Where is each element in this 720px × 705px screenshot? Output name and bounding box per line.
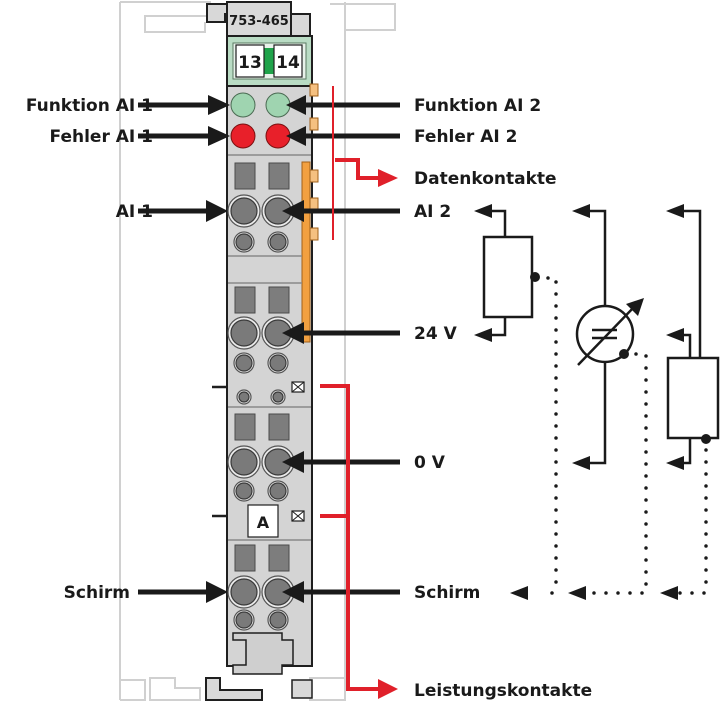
arrow-right-icon (208, 126, 230, 146)
shield-connections (510, 276, 708, 600)
arrow-left-icon (282, 451, 304, 473)
arrow-right-icon (208, 95, 230, 115)
channel-label-14 (273, 44, 303, 78)
svg-text:0 V: 0 V (414, 453, 446, 473)
svg-text:Leistungskontakte: Leistungskontakte (414, 681, 592, 701)
svg-text:13: 13 (238, 53, 262, 73)
arrow-left-icon (282, 200, 304, 222)
svg-text:Schirm: Schirm (64, 583, 130, 603)
label-ai1: AI 1 (116, 200, 228, 222)
data-contacts-indicator: Datenkontakte (332, 86, 557, 240)
label-fehler-ai1: Fehler AI 1 (50, 126, 230, 147)
svg-text:A: A (257, 513, 270, 532)
label-schirm-left: Schirm (64, 581, 228, 603)
arrow-left-icon (282, 322, 304, 344)
label-funktion-ai2: Funktion AI 2 (286, 95, 541, 116)
arrow-left-icon (286, 95, 306, 115)
terminal-block-shield (227, 544, 295, 631)
sensor-current-source (572, 204, 644, 470)
top-latch (206, 3, 229, 23)
led-function-ai1 (230, 92, 256, 118)
svg-text:Funktion AI 1: Funktion AI 1 (26, 96, 153, 116)
svg-text:Schirm: Schirm (414, 583, 480, 603)
data-contacts (301, 83, 319, 343)
svg-text:24 V: 24 V (414, 324, 458, 344)
marker-label-a (247, 504, 279, 538)
io-module-753-465[interactable]: 753-465 13 14 (205, 1, 319, 701)
led-error-ai1 (230, 123, 256, 149)
label-24v: 24 V (282, 322, 458, 344)
channel-label-13 (235, 44, 265, 78)
arrow-right-icon (378, 679, 398, 699)
arrow-left-icon (282, 581, 304, 603)
svg-text:AI 2: AI 2 (414, 202, 451, 222)
svg-text:Datenkontakte: Datenkontakte (414, 169, 557, 189)
terminal-block-0v (227, 413, 295, 502)
svg-text:Funktion AI 2: Funktion AI 2 (414, 96, 541, 116)
svg-text:14: 14 (276, 53, 300, 73)
svg-text:Fehler AI 1: Fehler AI 1 (50, 127, 153, 147)
label-fehler-ai2: Fehler AI 2 (286, 126, 517, 147)
part-number-label: 753-465 (229, 14, 289, 29)
arrow-right-icon (206, 581, 228, 603)
sensor-potentiometer (474, 204, 540, 342)
din-rail-outline (119, 1, 396, 701)
bottom-latch (232, 632, 294, 675)
terminal-block-24v (227, 286, 295, 374)
svg-text:AI 1: AI 1 (116, 202, 153, 222)
top-latch-right (289, 13, 311, 39)
arrow-right-icon (206, 200, 228, 222)
label-ai2: AI 2 (282, 200, 451, 222)
arrow-left-icon (286, 126, 306, 146)
arrow-right-icon (378, 169, 398, 187)
svg-text:Fehler AI 2: Fehler AI 2 (414, 127, 517, 147)
label-funktion-ai1: Funktion AI 1 (26, 95, 230, 116)
sensor-resistive (666, 204, 720, 470)
power-contacts-indicator: Leistungskontakte (320, 384, 592, 701)
